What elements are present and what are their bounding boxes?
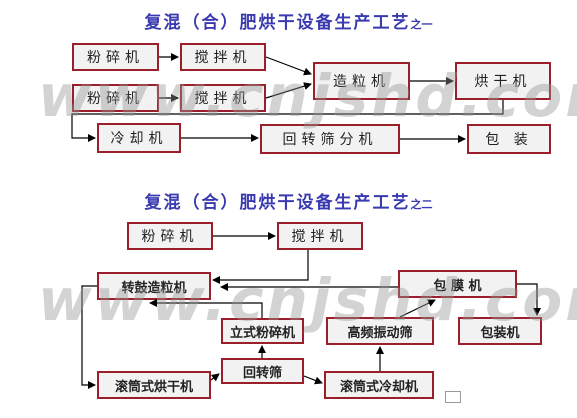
arrow-granulator-to-drum-dryer xyxy=(81,285,97,389)
arrow-mixer1-to-granulator xyxy=(265,56,312,76)
section1-title: 复混（合）肥烘干设备生产工艺之一 xyxy=(0,8,577,33)
arrow-vibrating-screen-to-coating xyxy=(399,299,436,318)
node-mixer-1: 搅拌机 xyxy=(180,43,266,71)
node-coating-machine: 包 膜 机 xyxy=(398,270,517,298)
node-mixer: 搅拌机 xyxy=(277,222,363,250)
node-vertical-crusher: 立式粉碎机 xyxy=(221,318,304,344)
node-high-frequency-vibrating-screen: 高频振动筛 xyxy=(326,317,434,345)
node-drum-granulator: 转鼓造粒机 xyxy=(97,272,211,300)
arrow-dryer-to-cooler xyxy=(71,100,504,142)
node-packing: 包 装 xyxy=(467,124,551,154)
node-rotary-screen: 回转筛 xyxy=(221,358,304,384)
section1-title-text: 复混（合）肥烘干设备生产工艺 xyxy=(144,13,411,33)
node-rotary-screen-separator: 回转筛分机 xyxy=(260,124,400,154)
arrow-coating-to-packing-machine xyxy=(517,283,541,316)
node-crusher-2: 粉碎机 xyxy=(72,84,159,112)
node-dryer: 烘干机 xyxy=(455,62,551,100)
node-cooler: 冷却机 xyxy=(97,123,181,153)
node-packing-machine: 包装机 xyxy=(458,317,542,345)
section2-title: 复混（合）肥烘干设备生产工艺之二 xyxy=(0,188,577,213)
section2-title-text: 复混（合）肥烘干设备生产工艺 xyxy=(144,193,411,213)
arrow-drum-dryer-to-rotary-screen xyxy=(210,373,220,382)
arrow-vertical-crusher-to-drum-granulator xyxy=(149,299,263,318)
node-mixer-2: 搅拌机 xyxy=(180,84,266,112)
node-granulator: 造粒机 xyxy=(313,62,410,100)
arrow-mixer-to-drum-granulator xyxy=(212,250,309,284)
node-drum-cooler: 滚筒式冷却机 xyxy=(324,371,434,399)
arrow-mixer2-to-granulator xyxy=(265,82,312,99)
section2-title-suffix: 之二 xyxy=(410,198,433,211)
node-crusher-1: 粉碎机 xyxy=(72,43,159,71)
section1-title-suffix: 之一 xyxy=(410,18,433,31)
node-drum-dryer: 滚筒式烘干机 xyxy=(97,371,211,399)
corner-icon xyxy=(445,391,461,403)
node-crusher: 粉碎机 xyxy=(127,222,213,250)
arrow-rotary-screen-to-drum-cooler xyxy=(303,375,323,385)
